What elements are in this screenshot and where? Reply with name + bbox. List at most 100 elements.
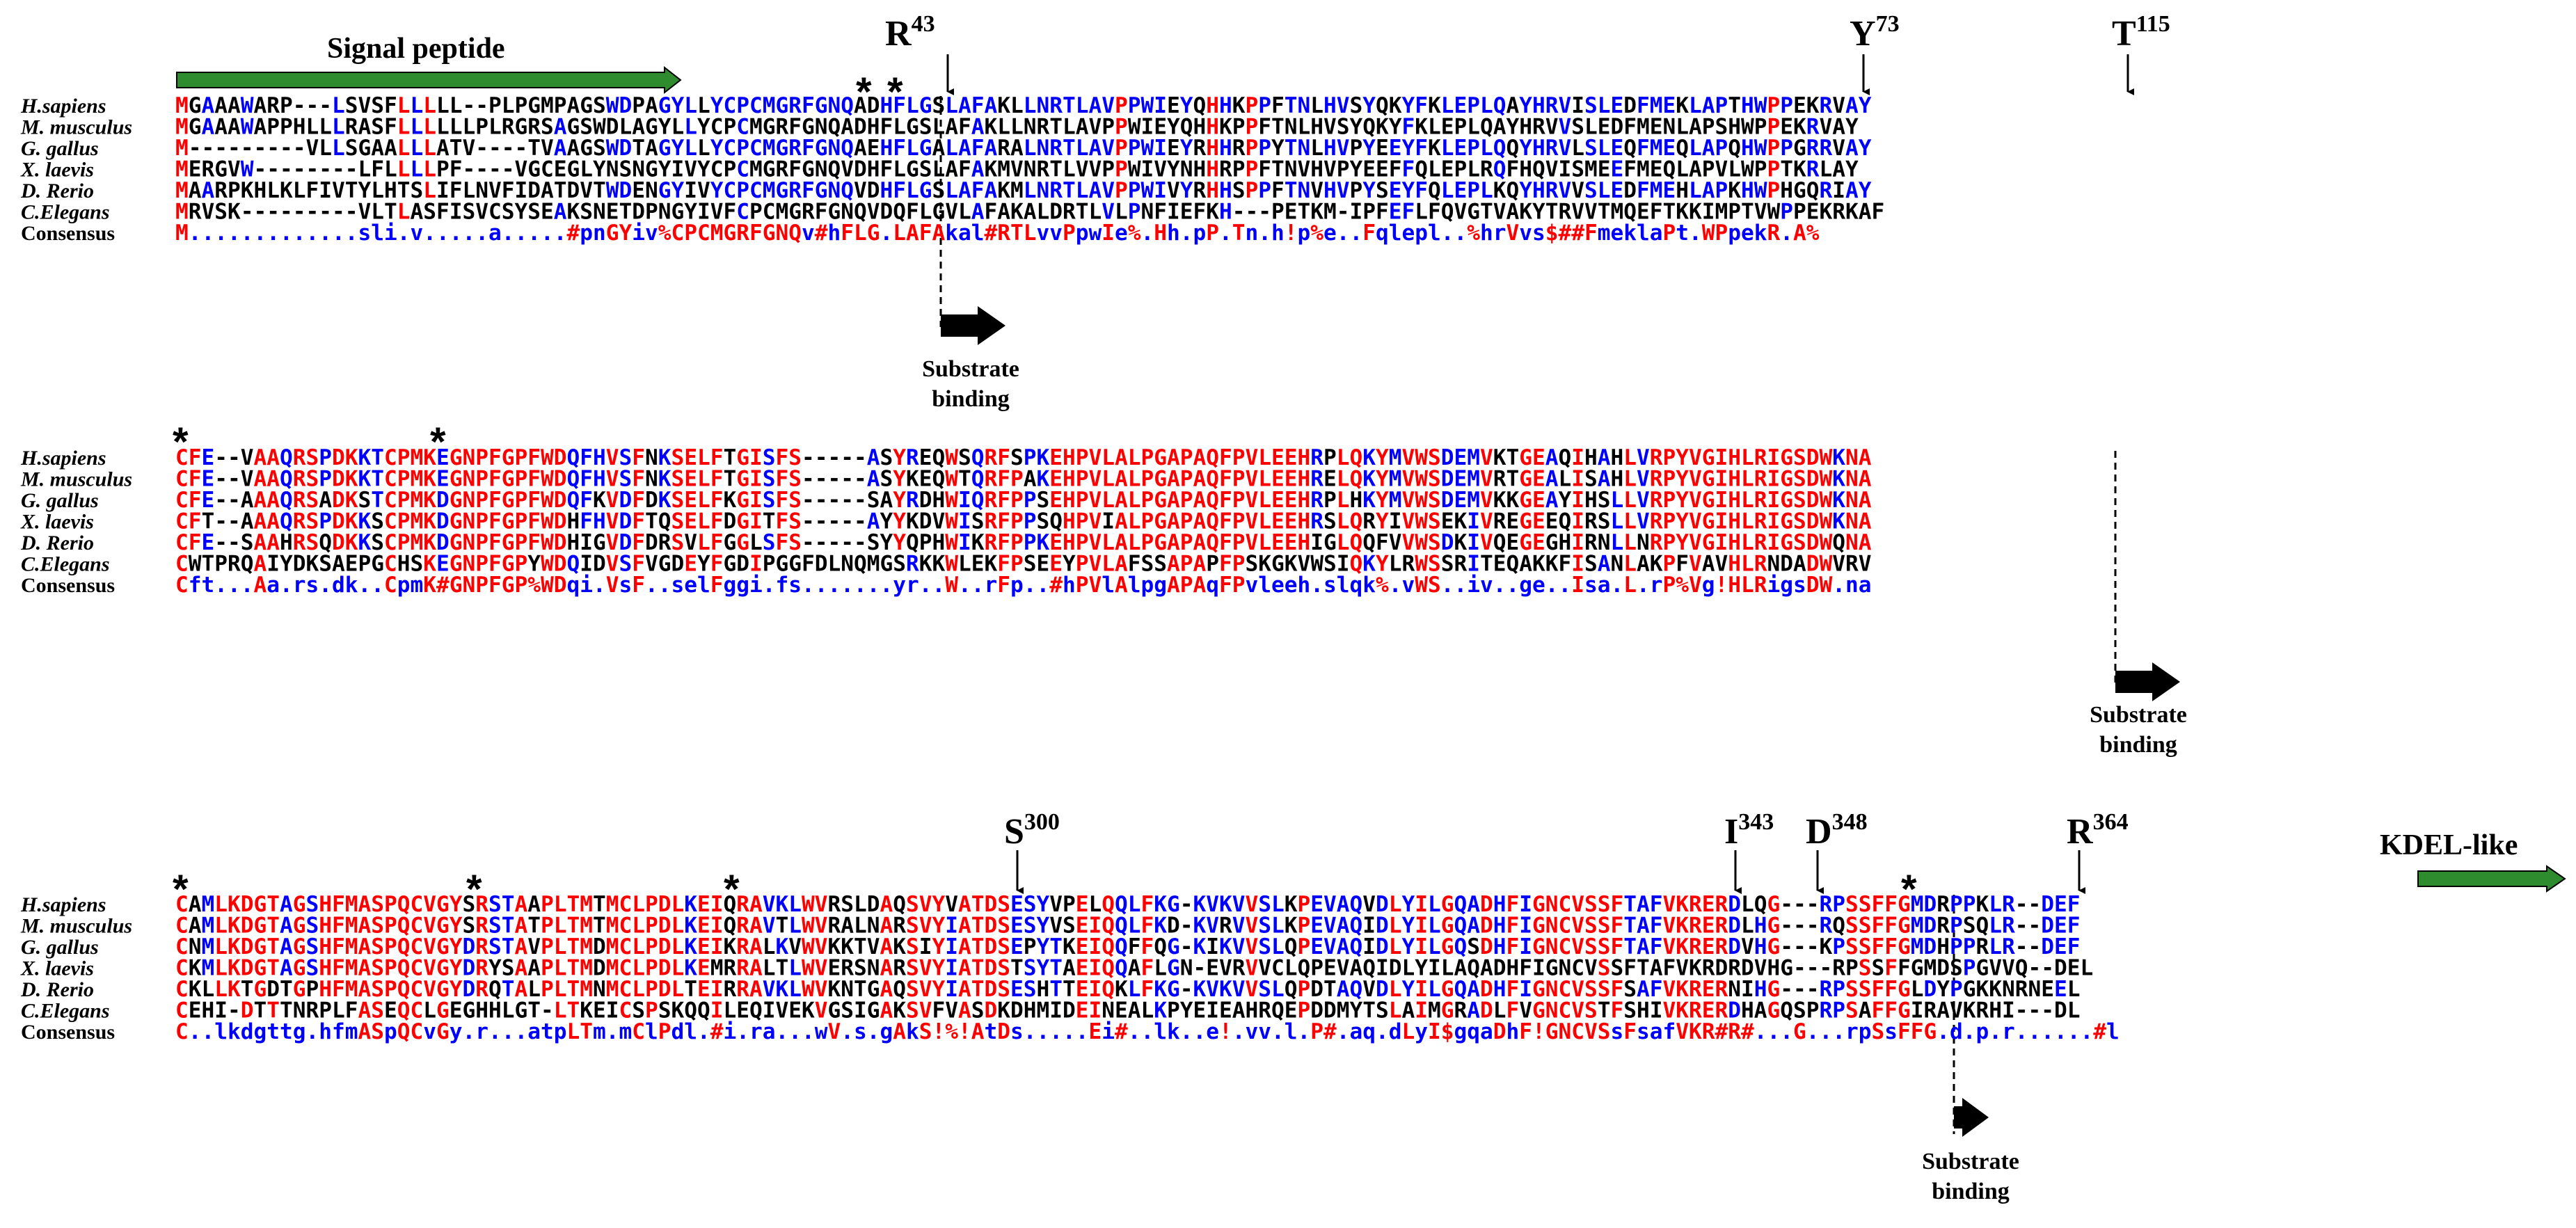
species-label: G. gallus bbox=[21, 936, 99, 959]
species-label: C.Elegans bbox=[21, 1000, 110, 1023]
sequence-row: MAARPKHLKLFIVTYLHTSLIFLNVFIDATDVTWDENGYI… bbox=[175, 178, 1872, 203]
signal-peptide-label: Signal peptide bbox=[327, 33, 505, 65]
residue-i343-letter: I bbox=[1724, 812, 1738, 852]
species-label: X. laevis bbox=[20, 511, 94, 534]
consensus-sequence: Cft...Aa.rs.dk..CpmK#GNPFGP%WDqi.VsF..se… bbox=[175, 573, 1872, 598]
consensus-label: Consensus bbox=[21, 222, 115, 245]
species-label: H.sapiens bbox=[20, 95, 106, 118]
signal-peptide-arrow bbox=[176, 65, 682, 95]
residue-d348: D348 bbox=[1806, 809, 1868, 894]
sequence-row: MGAAAWARP---LSVSFLLLLL--PLPGMPAGSWDPAGYL… bbox=[175, 93, 1872, 118]
residue-s300-letter: S bbox=[1004, 812, 1024, 852]
substrate-binding-1: Substrate binding bbox=[922, 96, 1019, 412]
substrate-binding-label: binding bbox=[2099, 732, 2177, 758]
residue-s300: S300 bbox=[1004, 809, 1060, 894]
substrate-binding-label: binding bbox=[932, 386, 1010, 412]
star-marker: * bbox=[724, 867, 740, 912]
star-marker: * bbox=[887, 70, 903, 115]
sequence-row: CAMLKDGTAGSHFMASPQCVGYSRSTAAPLTMTMCLPDLK… bbox=[175, 892, 2081, 917]
species-label: G. gallus bbox=[21, 137, 99, 160]
species-label: D. Rerio bbox=[20, 180, 94, 202]
species-label: D. Rerio bbox=[20, 978, 94, 1001]
species-label: H.sapiens bbox=[20, 447, 106, 470]
residue-t115-letter: T bbox=[2112, 14, 2136, 54]
substrate-binding-arrow bbox=[941, 306, 1005, 345]
sequence-row: CEHI-DTTTNRPLFASEQCLGEGHHLGT-LTKEICSPSKQ… bbox=[175, 998, 2081, 1023]
sequence-row: MGAAAWAPPHLLLRASFLLLLLLPLRGRSAGSWDLAGYLL… bbox=[175, 115, 1859, 140]
substrate-binding-3: Substrate binding bbox=[1922, 895, 2019, 1204]
consensus-sequence: C..lkdgttg.hfmASpQCvGy.r...atpLTm.mClPdl… bbox=[175, 1019, 2120, 1044]
sequence-row: CWTPRQAIYDKSAEPGCHSKEGNPFGPYWDQIDVSFVGDE… bbox=[175, 552, 1872, 577]
star-marker: * bbox=[173, 867, 189, 912]
sequence-row: CFE--VAAQRSPDKKTCPMKEGNPFGPFWDQFHVSFNKSE… bbox=[175, 467, 1872, 492]
substrate-binding-label: Substrate bbox=[1922, 1149, 2019, 1174]
residue-r364: R364 bbox=[2067, 809, 2129, 894]
substrate-binding-label: Substrate bbox=[2090, 702, 2187, 728]
consensus-label: Consensus bbox=[21, 574, 115, 597]
residue-r364-letter: R bbox=[2067, 812, 2094, 852]
species-label: G. gallus bbox=[21, 489, 99, 512]
substrate-binding-label: binding bbox=[1932, 1179, 2010, 1204]
star-marker: * bbox=[856, 70, 872, 115]
residue-r43: R43 bbox=[885, 11, 954, 95]
residue-s300-number: 300 bbox=[1024, 809, 1060, 835]
star-marker: * bbox=[173, 420, 189, 465]
kdel-label: KDEL-like bbox=[2380, 829, 2518, 861]
sequence-row: M---------VLLSGAALLLATV----TVAAGSWDTAGYL… bbox=[175, 136, 1872, 161]
svg-text:Y73: Y73 bbox=[1850, 11, 1900, 54]
residue-y73-letter: Y bbox=[1850, 14, 1876, 54]
substrate-binding-2: Substrate binding bbox=[2090, 451, 2187, 758]
residue-d348-number: 348 bbox=[1832, 809, 1868, 835]
star-marker: * bbox=[1901, 867, 1917, 912]
svg-text:R43: R43 bbox=[885, 11, 935, 54]
sequence-row: CNMLKDGTAGSHFMASPQCVGYDRSTAVPLTMDMCLPDLK… bbox=[175, 934, 2081, 959]
alignment-rows: H.sapiens MGAAAWARP---LSVSFLLLLL--PLPGMPA… bbox=[20, 93, 2120, 1044]
svg-text:I343: I343 bbox=[1724, 809, 1774, 852]
kdel-arrow bbox=[2417, 865, 2566, 893]
residue-r43-number: 43 bbox=[912, 11, 935, 37]
consensus-sequence: M.............sli.v.....a.....#pnGYiv%CP… bbox=[175, 221, 1820, 246]
sequence-row: CFT--AAAQRSPDKKSCPMKDGNPFGPFWDHFHVDFTQSE… bbox=[175, 509, 1872, 534]
residue-y73: Y73 bbox=[1850, 11, 1900, 95]
species-label: C.Elegans bbox=[21, 201, 110, 224]
sequence-row: CFE--AAAQRSADKSTCPMKDGNPFGPFWDQFKVDFDKSE… bbox=[175, 488, 1872, 513]
cysteine-stars: * * * * * * * * bbox=[173, 70, 1917, 912]
residue-i343: I343 bbox=[1724, 809, 1774, 894]
species-label: X. laevis bbox=[20, 159, 94, 182]
star-marker: * bbox=[430, 420, 446, 465]
svg-text:S300: S300 bbox=[1004, 809, 1060, 852]
sequence-row: MRVSK---------VLTLASFISVCSYSEAKSNETDPNGY… bbox=[175, 200, 1884, 225]
star-marker: * bbox=[466, 867, 482, 912]
signal-peptide-feature: Signal peptide bbox=[176, 33, 682, 95]
species-label: X. laevis bbox=[20, 957, 94, 980]
kdel-feature: KDEL-like bbox=[2380, 829, 2566, 893]
species-label: H.sapiens bbox=[20, 893, 106, 916]
sequence-row: CFE--VAAQRSPDKKTCPMKEGNPFGPFWDQFHVSFNKSE… bbox=[175, 445, 1872, 470]
species-label: D. Rerio bbox=[20, 532, 94, 555]
substrate-binding-arrow bbox=[2115, 662, 2180, 701]
residue-r43-letter: R bbox=[885, 14, 912, 54]
substrate-binding-arrow bbox=[1954, 1098, 1989, 1137]
sequence-row: CKMLKDGTAGSHFMASPQCVGYDRYSAAPLTMDMCLPDLK… bbox=[175, 956, 2093, 981]
residue-t115: T115 bbox=[2112, 11, 2170, 95]
species-label: M. musculus bbox=[20, 915, 132, 938]
residue-d348-letter: D bbox=[1806, 812, 1832, 852]
residue-annotations: R43 Y73 T115 S300 I343 D348 R364 bbox=[885, 11, 2170, 894]
species-label: M. musculus bbox=[20, 116, 132, 139]
species-label: C.Elegans bbox=[21, 553, 110, 576]
svg-text:T115: T115 bbox=[2112, 11, 2170, 54]
residue-y73-number: 73 bbox=[1876, 11, 1900, 37]
sequence-row: CAMLKDGTAGSHFMASPQCVGYSRSTATPLTMTMCLPDLK… bbox=[175, 914, 2081, 939]
residue-i343-number: 343 bbox=[1738, 809, 1774, 835]
svg-text:D348: D348 bbox=[1806, 809, 1868, 852]
svg-text:R364: R364 bbox=[2067, 809, 2129, 852]
sequence-row: CKLLKTGDTGPHFMASPQCVGYDRQTALPLTMNMCLPDLT… bbox=[175, 977, 2081, 1002]
residue-r364-number: 364 bbox=[2093, 809, 2129, 835]
residue-t115-number: 115 bbox=[2136, 11, 2170, 37]
species-label: M. musculus bbox=[20, 468, 132, 491]
sequence-row: CFE--SAAHRSQDKKSCPMKDGNPFGPFWDHIGVDFDRSV… bbox=[175, 530, 1872, 555]
substrate-binding-label: Substrate bbox=[922, 356, 1019, 382]
consensus-label: Consensus bbox=[21, 1021, 115, 1044]
